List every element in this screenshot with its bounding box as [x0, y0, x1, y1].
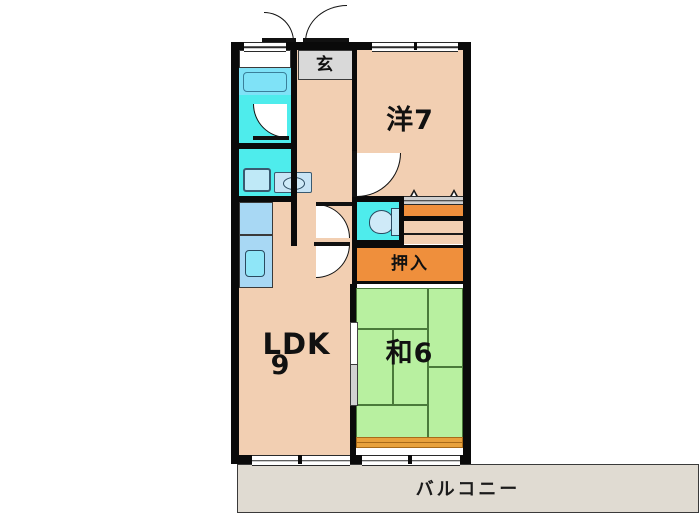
bathroom-door[interactable]	[253, 104, 287, 138]
bathroom-right-wall	[291, 50, 297, 149]
balcony-area	[237, 464, 699, 513]
toilet-bottom-wall	[352, 240, 404, 246]
window-ldk-south-right	[300, 455, 350, 466]
washing-machine-fixture	[243, 168, 271, 192]
exterior-door-left[interactable]	[264, 12, 294, 42]
hallway-left-wall	[291, 202, 297, 246]
closet-oshiire-fill	[357, 247, 463, 281]
washroom-bottom-wall	[239, 196, 297, 202]
window-mullion-tatami	[408, 455, 412, 464]
closet-rod-track	[404, 196, 463, 205]
main-entrance-door-hinge	[303, 38, 349, 42]
western-room-door[interactable]	[357, 153, 401, 197]
kitchen-sink-basin	[245, 250, 265, 277]
window-mullion-north	[414, 42, 417, 50]
exterior-wall-bottom	[231, 455, 471, 464]
entrance-tile-area	[298, 50, 353, 80]
toilet-door[interactable]	[316, 204, 350, 238]
window-bathroom-north	[244, 42, 286, 52]
kitchen-sink-counter	[239, 235, 273, 288]
closet-shelf-divider	[404, 233, 463, 235]
bathroom-divider-wall	[239, 143, 297, 149]
closet-rod-shelf-line	[404, 216, 463, 221]
bathtub-fixture	[243, 72, 287, 92]
ldk-size-label: 9	[270, 350, 290, 381]
kitchen-counter-upper	[239, 202, 273, 235]
western-room-door-hinge	[352, 151, 357, 197]
tatami-seam-h-right	[428, 366, 463, 368]
washroom-right-wall	[291, 149, 297, 202]
bathroom-door-hinge	[253, 136, 289, 140]
closet-bottom-wall	[352, 281, 464, 284]
window-mullion-ldk	[298, 455, 302, 464]
toilet-bowl-fixture	[369, 210, 394, 234]
closet-top-wall	[352, 245, 464, 248]
balcony-label: バルコニー	[415, 479, 521, 500]
western-room-label: 洋7	[386, 105, 434, 136]
tatami-sliding-door-lower[interactable]	[350, 364, 358, 406]
hanger-mark-right-icon	[449, 189, 459, 198]
toilet-door-hinge	[316, 202, 352, 206]
closet-label: 押入	[391, 254, 429, 274]
tatami-seam-v-inner	[392, 328, 394, 406]
exterior-wall-top	[231, 42, 471, 50]
closet-rod-shelf	[404, 202, 463, 216]
exterior-wall-right	[463, 42, 471, 464]
tatami-wood-trim-line	[356, 442, 463, 443]
bathroom-upper-shelf	[239, 50, 291, 68]
main-entrance-door[interactable]	[305, 5, 347, 42]
exterior-wall-left	[231, 42, 239, 464]
window-ldk-south-left	[252, 455, 300, 466]
entrance-label: 玄	[316, 55, 335, 75]
ldk-label: LDK	[262, 327, 331, 361]
window-tatami-south-left	[362, 455, 410, 466]
toilet-right-wall	[399, 202, 404, 246]
window-tatami-south-right	[410, 455, 460, 466]
hanger-mark-left-icon	[409, 189, 419, 198]
japanese-room-label: 和6	[385, 338, 434, 369]
hallway-right-wall	[352, 50, 357, 202]
exterior-door-left-hinge	[262, 38, 296, 42]
ldk-hallway-door-hinge	[314, 242, 350, 246]
ldk-hallway-door[interactable]	[316, 244, 350, 278]
